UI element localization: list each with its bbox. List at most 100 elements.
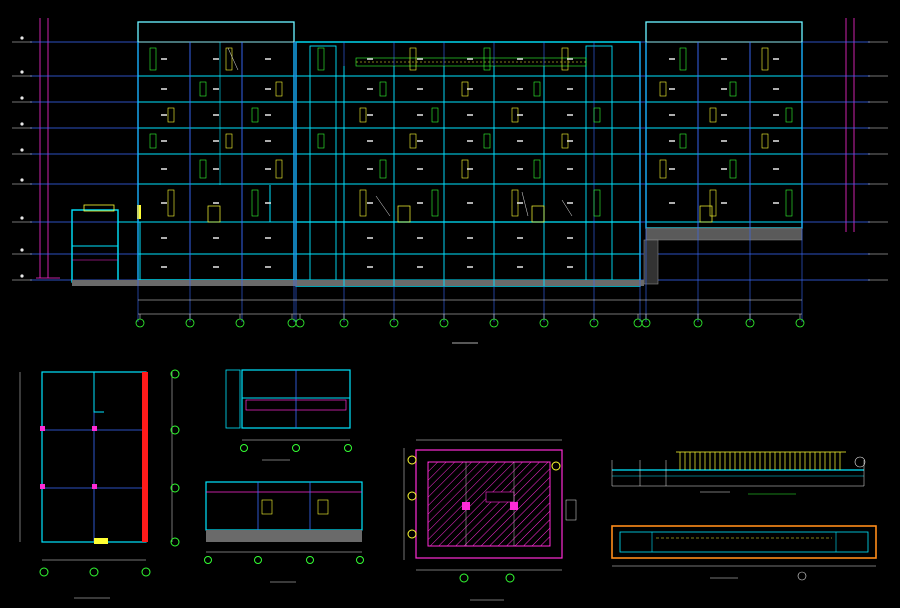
window-opening bbox=[317, 133, 325, 149]
room-tag bbox=[213, 88, 219, 90]
room-tag bbox=[467, 88, 473, 90]
window-opening bbox=[709, 107, 717, 123]
level-marker-left bbox=[20, 274, 24, 278]
window-opening bbox=[431, 189, 439, 217]
grid-bubble bbox=[339, 318, 349, 328]
railing-balusters bbox=[611, 452, 865, 486]
room-tag bbox=[367, 114, 373, 116]
level-marker-left bbox=[20, 70, 24, 74]
room-tag bbox=[773, 202, 779, 204]
window-opening bbox=[659, 81, 667, 97]
room-tag bbox=[213, 58, 219, 60]
room-tag bbox=[467, 168, 473, 170]
window-opening bbox=[317, 47, 325, 71]
room-tag bbox=[161, 88, 167, 90]
window-opening bbox=[199, 159, 207, 179]
elevation-detail-railing bbox=[611, 451, 866, 495]
room-tag bbox=[417, 202, 423, 204]
room-tag bbox=[417, 114, 423, 116]
door-opening bbox=[531, 205, 545, 223]
stair-line bbox=[521, 191, 529, 217]
window-openings bbox=[149, 47, 793, 223]
room-tag bbox=[567, 140, 573, 142]
room-tag bbox=[265, 88, 271, 90]
window-opening bbox=[483, 133, 491, 149]
window-opening bbox=[659, 159, 667, 179]
room-tag bbox=[669, 114, 675, 116]
left-level-markers bbox=[36, 18, 60, 279]
window-opening bbox=[431, 107, 439, 123]
plan-detail-left bbox=[19, 369, 180, 599]
window-opening bbox=[593, 189, 601, 217]
room-tag bbox=[367, 140, 373, 142]
window-opening bbox=[359, 189, 367, 217]
window-opening bbox=[379, 81, 387, 97]
stair-line bbox=[375, 195, 391, 217]
level-marker-left bbox=[20, 36, 24, 40]
room-tag bbox=[517, 88, 523, 90]
room-tag bbox=[265, 168, 271, 170]
room-tag bbox=[517, 58, 523, 60]
room-tag bbox=[721, 88, 727, 90]
room-tag bbox=[467, 237, 473, 239]
room-tag bbox=[367, 88, 373, 90]
stair-line bbox=[561, 199, 573, 217]
room-tag bbox=[417, 88, 423, 90]
room-tag bbox=[367, 58, 373, 60]
room-tag bbox=[567, 114, 573, 116]
room-tag bbox=[567, 58, 573, 60]
room-tag bbox=[721, 168, 727, 170]
window-opening bbox=[225, 47, 233, 71]
level-marker-left bbox=[20, 122, 24, 126]
window-opening bbox=[761, 47, 769, 71]
room-tag bbox=[721, 114, 727, 116]
room-tag bbox=[161, 58, 167, 60]
room-tag bbox=[773, 58, 779, 60]
grid-bubble bbox=[539, 318, 549, 328]
room-tag bbox=[417, 140, 423, 142]
room-tag bbox=[773, 168, 779, 170]
window-opening bbox=[167, 189, 175, 217]
window-opening bbox=[679, 133, 687, 149]
room-tag bbox=[213, 202, 219, 204]
room-tag bbox=[367, 237, 373, 239]
room-tag bbox=[265, 266, 271, 268]
room-tag bbox=[773, 88, 779, 90]
window-opening bbox=[785, 189, 793, 217]
room-tag bbox=[567, 266, 573, 268]
right-level-markers bbox=[845, 18, 855, 232]
room-tag bbox=[265, 114, 271, 116]
room-tag bbox=[567, 88, 573, 90]
level-marker-left bbox=[20, 148, 24, 152]
section-detail-small bbox=[225, 369, 352, 461]
room-tag bbox=[669, 140, 675, 142]
door-opening bbox=[207, 205, 221, 223]
window-opening bbox=[761, 133, 769, 149]
room-tag bbox=[161, 114, 167, 116]
room-tag bbox=[265, 202, 271, 204]
room-tag bbox=[213, 114, 219, 116]
room-tag bbox=[367, 266, 373, 268]
window-opening bbox=[409, 47, 417, 71]
room-tag bbox=[669, 202, 675, 204]
room-tag bbox=[265, 237, 271, 239]
grid-bubble bbox=[795, 318, 805, 328]
window-opening bbox=[533, 159, 541, 179]
window-opening bbox=[483, 47, 491, 71]
window-opening bbox=[785, 107, 793, 123]
room-tag bbox=[517, 168, 523, 170]
room-tag bbox=[517, 202, 523, 204]
door-opening bbox=[699, 205, 713, 223]
room-tag bbox=[161, 237, 167, 239]
room-tag bbox=[467, 202, 473, 204]
room-tag bbox=[721, 202, 727, 204]
room-tag bbox=[417, 237, 423, 239]
room-tags bbox=[161, 58, 779, 268]
grid-bubble bbox=[135, 318, 145, 328]
room-tag bbox=[669, 58, 675, 60]
window-opening bbox=[149, 47, 157, 71]
bottom-dimension-line bbox=[138, 299, 802, 315]
column-grid bbox=[137, 42, 803, 322]
grid-bubble bbox=[589, 318, 599, 328]
